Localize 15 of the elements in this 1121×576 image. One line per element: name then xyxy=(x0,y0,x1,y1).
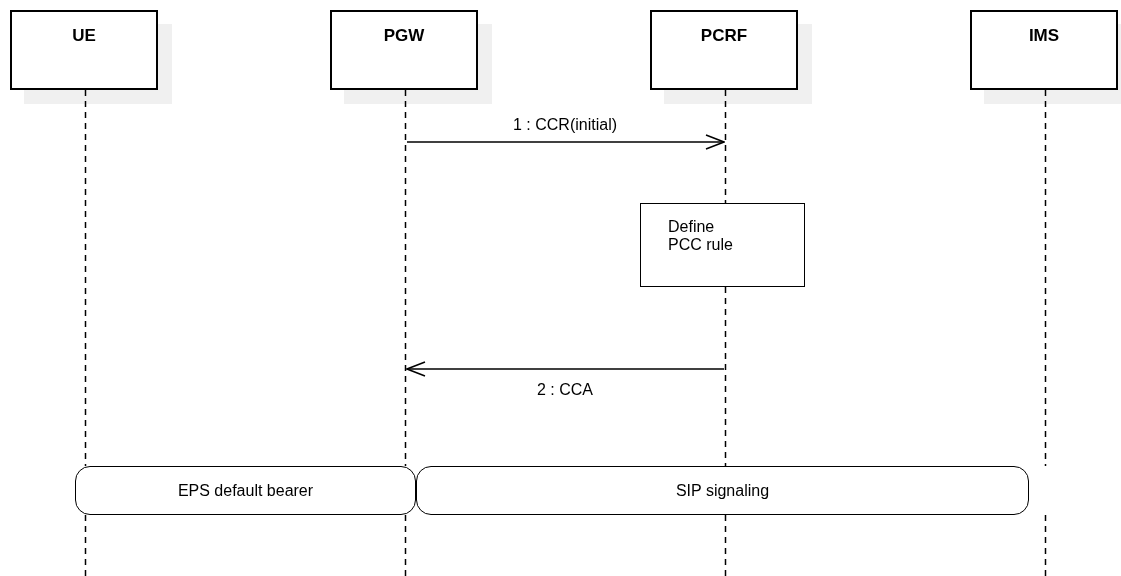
edge-label: 1 : CCR(initial) xyxy=(511,116,619,134)
message-arrow xyxy=(406,134,725,150)
participant-box: PCRF xyxy=(650,10,798,90)
lifeline xyxy=(724,90,727,203)
lifeline xyxy=(84,90,87,466)
participant-box: UE xyxy=(10,10,158,90)
lifeline xyxy=(724,287,727,466)
participant-box: PGW xyxy=(330,10,478,90)
participant-box: IMS xyxy=(970,10,1118,90)
signaling-bar: SIP signaling xyxy=(416,466,1029,515)
process-box: Define PCC rule xyxy=(640,203,805,287)
lifeline xyxy=(404,90,407,466)
message-arrow xyxy=(406,361,725,377)
bearer-bar: EPS default bearer xyxy=(75,466,416,515)
lifeline xyxy=(1044,90,1047,466)
